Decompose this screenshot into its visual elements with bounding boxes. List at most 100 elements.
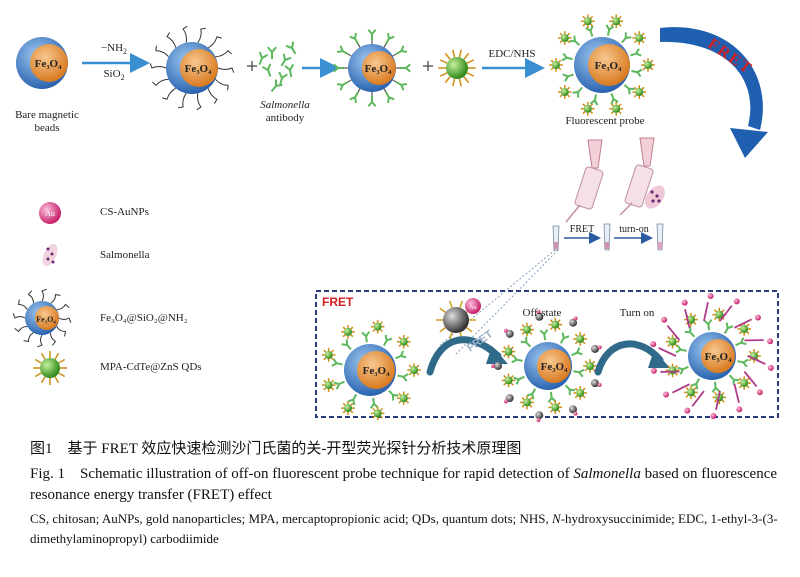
- legend-quantum-dot-icon: [33, 351, 67, 385]
- qd-ligand: [633, 94, 637, 98]
- qd-ligand: [408, 364, 412, 368]
- salmonella-strand: [684, 309, 691, 329]
- caption-abbr-part-1: CS, chitosan; AuNPs, gold nanoparticles;…: [30, 511, 553, 526]
- released-au: [710, 412, 717, 419]
- qd-ligand: [529, 331, 533, 335]
- caption-en-part-2: based on fluorescence resonance energy t…: [30, 466, 778, 503]
- qd-ligand: [584, 368, 588, 372]
- amine-chain: [18, 299, 28, 310]
- qd-ligand: [713, 316, 717, 320]
- qd-core: [740, 378, 749, 387]
- qd-ligand: [582, 333, 586, 337]
- qd-core: [668, 337, 677, 346]
- qd-ligand: [557, 402, 561, 406]
- qd-ligand: [642, 67, 646, 71]
- antibody-shape: [369, 397, 379, 409]
- qd-ligand: [582, 341, 586, 345]
- qd-ligand: [372, 328, 376, 333]
- antibody-shape: [336, 81, 349, 91]
- antibody-shape: [333, 63, 344, 73]
- antibody-shape: [367, 96, 377, 107]
- qd-ligand: [610, 103, 614, 107]
- qd-ligand: [641, 32, 645, 36]
- nh2-subscript: 2: [123, 47, 128, 57]
- qd-ligand: [503, 375, 507, 379]
- legend-text-qds: MPA-CdTe@ZnS QDs: [100, 361, 202, 373]
- antibody-shape: [520, 336, 532, 348]
- qd-core: [399, 394, 408, 403]
- amine-chain: [41, 288, 47, 302]
- qd-ligand: [559, 86, 563, 90]
- amine-chain: [207, 88, 218, 104]
- antibody-shape: [278, 71, 288, 86]
- qd-ligand: [466, 59, 475, 64]
- salmonella-strand: [666, 324, 681, 341]
- qd-ligand: [559, 32, 563, 36]
- qd-ligand: [398, 344, 402, 348]
- qd-ligand: [592, 368, 596, 372]
- qd-ligand: [398, 400, 402, 404]
- antibody-shape: [395, 350, 407, 360]
- qd-core: [687, 388, 695, 397]
- qd-ligand: [667, 343, 671, 347]
- qd-ligand: [529, 397, 533, 401]
- qd-ligand: [633, 86, 637, 90]
- qd-core: [668, 366, 677, 375]
- qd-core: [576, 388, 585, 397]
- fe3o4-label-4: Fe₃O₄: [595, 60, 622, 72]
- qd-ligand: [463, 52, 470, 60]
- salmonella-strand: [747, 355, 766, 365]
- amine-chain: [27, 290, 35, 304]
- qd-core: [523, 398, 531, 407]
- fe3o4-label-5: Fe₃O₄: [363, 365, 390, 377]
- qd-ligand: [330, 349, 334, 353]
- qd-ligand: [463, 76, 470, 84]
- qd-ligand: [521, 404, 525, 408]
- au-ligand: [466, 327, 473, 333]
- amine-chain: [49, 332, 57, 346]
- released-au: [663, 391, 670, 398]
- qd-ligand: [549, 319, 553, 323]
- antibody-shape: [385, 32, 395, 45]
- qd-ligand: [406, 392, 410, 396]
- qd-ligand: [439, 59, 448, 64]
- qd-ligand: [641, 40, 645, 44]
- qd-ligand: [582, 23, 586, 27]
- antibody-label: Salmonella antibody: [250, 99, 320, 125]
- qd-ligand: [350, 410, 354, 414]
- qd-core: [560, 88, 569, 97]
- antibody-shape: [347, 393, 358, 406]
- qd-core: [583, 104, 592, 113]
- plus-sign-2: [423, 61, 433, 71]
- qd-ligand: [746, 323, 750, 327]
- antibody-shape: [684, 326, 696, 338]
- qd-core: [523, 325, 531, 334]
- fe3o4-label-2: Fe₃O₄: [185, 63, 212, 75]
- qd-ligand: [40, 376, 46, 384]
- qd-ligand: [738, 331, 742, 335]
- qd-ligand: [406, 336, 410, 340]
- qd-ligand: [667, 336, 671, 340]
- qd-ligand: [610, 23, 614, 27]
- qd-core: [410, 366, 418, 374]
- qd-ligand: [567, 94, 571, 98]
- au-particle: [573, 316, 578, 321]
- qd-ligand: [529, 404, 533, 408]
- released-au: [684, 407, 691, 414]
- qd-ligand: [350, 334, 354, 338]
- sio2-text: SiO: [103, 68, 121, 80]
- antibody-shape: [267, 46, 277, 59]
- antibody-shape: [610, 93, 619, 105]
- legend-au-icon: [39, 202, 61, 224]
- antibody-shape: [280, 53, 292, 67]
- qd-ligand: [641, 86, 645, 90]
- qd-ligand: [416, 364, 420, 368]
- antibody-shape: [677, 365, 689, 375]
- caption-chinese: 图1 基于 FRET 效应快速检测沙门氏菌的关-开型荧光探针分析技术原理图: [30, 441, 522, 457]
- box-curved-arrow-1: [426, 336, 502, 376]
- released-au: [650, 341, 657, 348]
- amine-chain: [207, 36, 222, 49]
- qd-core: [373, 322, 382, 331]
- qd-ligand: [342, 402, 346, 406]
- qd-ligand: [574, 341, 578, 345]
